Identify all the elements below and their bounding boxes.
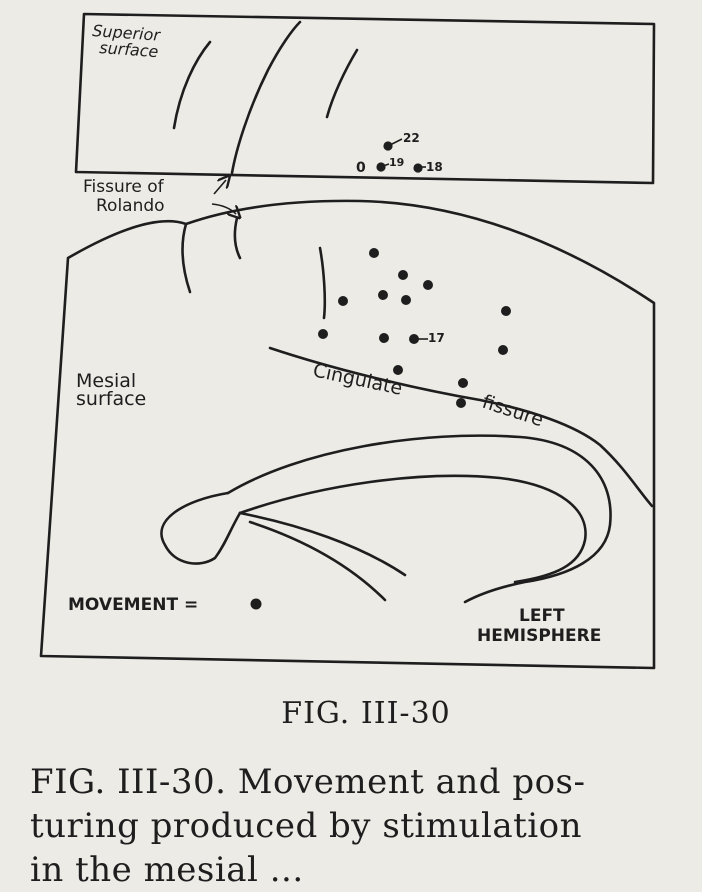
- fornix-upper: [238, 511, 407, 577]
- cingulate-fissure: [268, 346, 654, 508]
- point-label-18: 18: [426, 160, 443, 174]
- legend-label: MOVEMENT =: [68, 595, 198, 615]
- point-mesial: [398, 270, 408, 280]
- point-19: [376, 162, 386, 172]
- caption-line-2: turing produced by stimulation: [30, 806, 582, 846]
- label-rolando-1: Fissure of: [83, 177, 165, 197]
- label-left: LEFT: [519, 606, 565, 626]
- corpus-callosum-outer: [226, 434, 612, 604]
- rolando-arrow-down: [211, 203, 236, 214]
- point-label-0: 0: [356, 160, 366, 176]
- point-mesial: [318, 329, 328, 339]
- label-superior-2: surface: [99, 38, 159, 61]
- fornix-lower: [248, 520, 387, 602]
- caption-line-1: FIG. III-30. Movement and pos-: [30, 762, 586, 802]
- point-mesial: [379, 333, 389, 343]
- point-mesial: [369, 248, 379, 258]
- point-mesial: [458, 378, 468, 388]
- rolando-arrow-up: [213, 180, 226, 195]
- label-rolando-2: Rolando: [96, 196, 165, 216]
- legend-dot: [250, 598, 262, 610]
- mesial-sulcus: [318, 246, 327, 320]
- label-mesial-2: surface: [76, 388, 146, 410]
- label-mesial-1: Mesial: [76, 370, 136, 392]
- point-mesial: [378, 290, 388, 300]
- brain-diagram: Superior surface Fissure of Rolando Mesi…: [39, 12, 656, 670]
- movement-points: [250, 141, 511, 610]
- point-mesial: [401, 295, 411, 305]
- point-18: [413, 163, 423, 173]
- point-mesial: [501, 306, 511, 316]
- caption-line-3: in the mesial ...: [30, 850, 304, 890]
- point-mesial: [498, 345, 508, 355]
- point-mesial: [456, 398, 466, 408]
- figure-label: FIG. III-30: [281, 696, 451, 731]
- point-22: [383, 141, 393, 151]
- point-label-22: 22: [403, 131, 420, 145]
- point-17: [409, 334, 419, 344]
- label-fissure: fissure: [479, 391, 546, 431]
- mesial-rolando-right: [233, 216, 242, 260]
- superior-sulcus-left: [172, 40, 212, 130]
- point-mesial: [393, 365, 403, 375]
- point-label-19: 19: [389, 156, 404, 169]
- superior-rolando-fissure: [230, 20, 302, 175]
- callosum-splenium: [160, 491, 242, 565]
- label-hemisphere: HEMISPHERE: [477, 626, 601, 646]
- label-cingulate: Cingulate: [311, 359, 404, 399]
- mesial-rolando-left: [181, 222, 192, 294]
- point-mesial: [423, 280, 433, 290]
- figure-caption: FIG. III-30. Movement and pos- turing pr…: [30, 760, 670, 892]
- superior-sulcus-right: [325, 48, 359, 119]
- point-mesial: [338, 296, 348, 306]
- mesial-surface-outline: [39, 199, 656, 670]
- figure-page: Superior surface Fissure of Rolando Mesi…: [30, 12, 656, 890]
- superior-surface-outline: [74, 12, 656, 185]
- corpus-callosum-inner: [238, 474, 587, 584]
- label-superior-1: Superior: [92, 21, 162, 45]
- point-label-17: 17: [428, 331, 445, 345]
